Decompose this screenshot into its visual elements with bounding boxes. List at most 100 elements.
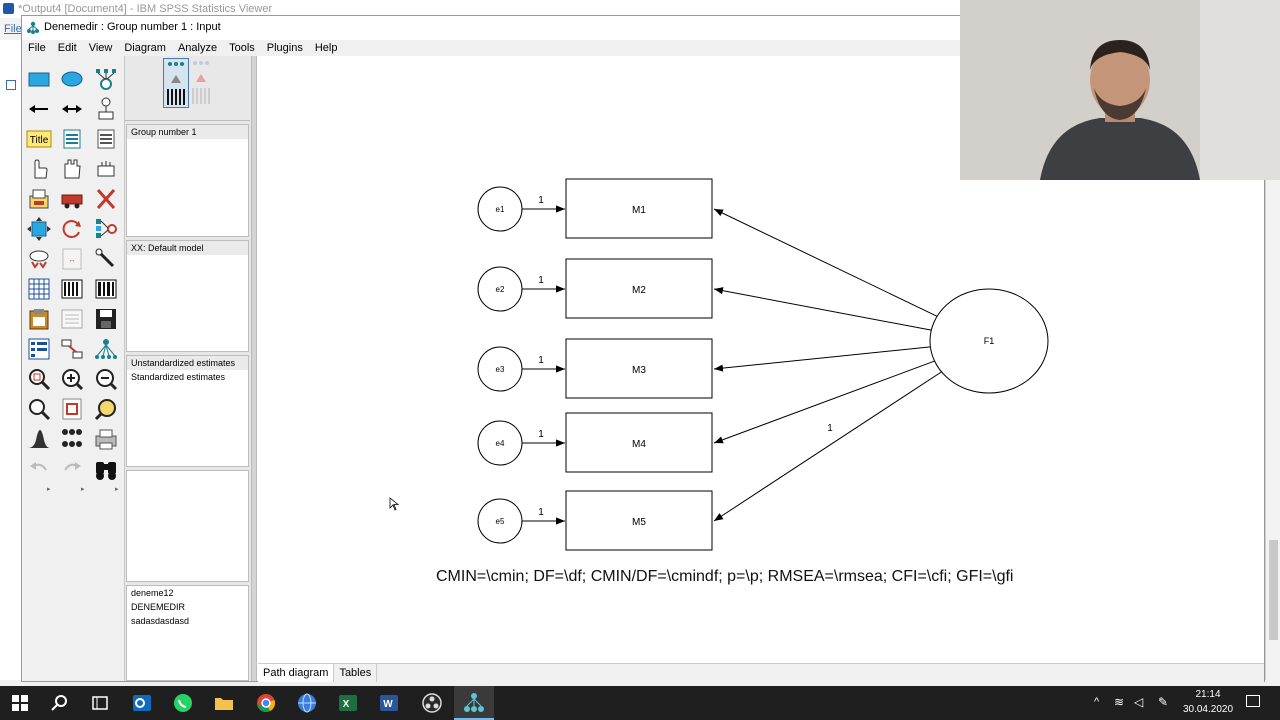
menu-analyze[interactable]: Analyze [177, 42, 218, 54]
multiple-group-icon[interactable] [59, 426, 85, 452]
observed-variable-m1[interactable]: M1 [565, 178, 713, 239]
menu-diagram[interactable]: Diagram [124, 42, 166, 54]
observed-variable-m2[interactable]: M2 [565, 258, 713, 319]
specification-search-icon[interactable] [93, 456, 119, 482]
draw-latent-indicator-icon[interactable] [93, 66, 119, 92]
zoom-in-icon[interactable] [59, 366, 85, 392]
observed-variable-m5[interactable]: M5 [565, 490, 713, 551]
clock-time[interactable]: 21:14 [1195, 689, 1221, 700]
drag-properties-icon[interactable] [59, 336, 85, 362]
factor-loading-path[interactable] [713, 360, 935, 444]
whatsapp-icon[interactable] [171, 691, 195, 715]
panel-splitter[interactable] [251, 56, 257, 681]
list-variables-in-dataset-icon[interactable] [93, 126, 119, 152]
standardized-estimates-item[interactable]: Standardized estimates [131, 372, 226, 382]
add-unique-variable-icon[interactable] [93, 96, 119, 122]
touch-up-icon[interactable] [93, 246, 119, 272]
scroll-icon[interactable]: ↔ [59, 246, 85, 272]
menu-help[interactable]: Help [314, 42, 338, 54]
clock-date[interactable]: 30.04.2020 [1182, 704, 1234, 715]
background-scroll-thumb[interactable] [1269, 540, 1278, 640]
analysis-properties-icon[interactable] [59, 276, 85, 302]
tab-tables[interactable]: Tables [334, 664, 378, 682]
factor-loading-path[interactable] [713, 287, 932, 331]
background-scrollbar[interactable] [1265, 180, 1280, 680]
fit-to-page-icon[interactable] [59, 396, 85, 422]
obs-icon[interactable] [420, 691, 444, 715]
save-icon[interactable] [93, 306, 119, 332]
duplicate-icon[interactable] [26, 186, 52, 212]
menu-edit[interactable]: Edit [57, 42, 77, 54]
word-icon[interactable]: W [377, 691, 401, 715]
show-hidden-icons-icon[interactable]: ^ [1094, 696, 1100, 708]
erase-icon[interactable] [93, 186, 119, 212]
fit-statistics-caption[interactable]: CMIN=\cmin; DF=\df; CMIN/DF=\cmindf; p=\… [436, 568, 1014, 585]
menu-tools[interactable]: Tools [229, 42, 255, 54]
calculate-estimates-icon[interactable] [93, 276, 119, 302]
chrome-icon[interactable] [254, 691, 278, 715]
rotate-indicators-icon[interactable] [59, 216, 85, 242]
print-icon[interactable] [93, 426, 119, 452]
object-properties-icon[interactable] [26, 336, 52, 362]
menu-plugins[interactable]: Plugins [266, 42, 303, 54]
move-icon[interactable] [59, 186, 85, 212]
notifications-icon[interactable] [1246, 695, 1260, 707]
factor-loading-path[interactable] [713, 208, 938, 317]
preserve-symmetries-icon[interactable] [93, 336, 119, 362]
draw-covariance-icon[interactable] [59, 96, 85, 122]
file-item[interactable]: DENEMEDIR [131, 602, 186, 612]
file-explorer-icon[interactable] [212, 691, 236, 715]
file-item[interactable]: deneme12 [131, 588, 174, 598]
outline-node-icon[interactable] [6, 80, 16, 90]
background-file-menu[interactable]: File [4, 23, 22, 35]
menu-file[interactable]: File [28, 42, 46, 54]
move-parameter-icon[interactable] [26, 246, 52, 272]
select-one-object-icon[interactable] [26, 156, 52, 182]
factor-loading-path[interactable] [713, 371, 942, 522]
excel-icon[interactable]: X [336, 691, 360, 715]
pen-icon[interactable]: ✎ [1158, 695, 1169, 709]
toolbox-more-middle-icon[interactable]: ▸ [81, 486, 85, 493]
task-view-icon[interactable] [88, 691, 112, 715]
toolbox-more-left-icon[interactable]: ▸ [47, 486, 51, 493]
zoom-out-icon[interactable] [93, 366, 119, 392]
group-item[interactable]: Group number 1 [127, 125, 248, 139]
toolbox-more-right-icon[interactable]: ▸ [115, 486, 119, 493]
draw-path-icon[interactable] [26, 96, 52, 122]
latent-variable-f1[interactable]: F1 [929, 288, 1049, 394]
unstandardized-estimates-item[interactable]: Unstandardized estimates [127, 356, 248, 370]
draw-observed-icon[interactable] [26, 66, 52, 92]
search-icon[interactable] [48, 691, 72, 715]
error-term-e5[interactable]: e5 [477, 498, 523, 544]
zoom-in-area-icon[interactable] [26, 366, 52, 392]
reflect-indicators-icon[interactable] [93, 216, 119, 242]
magnifier-icon[interactable] [93, 396, 119, 422]
factor-loading-path[interactable] [713, 346, 931, 372]
error-term-e3[interactable]: e3 [477, 346, 523, 392]
volume-icon[interactable]: ◁ [1134, 695, 1144, 709]
undo-icon[interactable] [26, 456, 52, 482]
page-view-icon[interactable] [26, 396, 52, 422]
list-variables-in-model-icon[interactable] [59, 126, 85, 152]
observed-variable-m4[interactable]: M4 [565, 412, 713, 473]
select-data-files-icon[interactable] [26, 276, 52, 302]
menu-view[interactable]: View [88, 42, 113, 54]
change-shape-icon[interactable] [26, 216, 52, 242]
draw-unobserved-icon[interactable] [59, 66, 85, 92]
tab-path-diagram[interactable]: Path diagram [258, 664, 335, 682]
copy-to-clipboard-icon[interactable] [26, 306, 52, 332]
select-all-icon[interactable] [59, 156, 85, 182]
observed-variable-m3[interactable]: M3 [565, 338, 713, 399]
start-icon[interactable] [8, 691, 32, 715]
deselect-all-icon[interactable] [93, 156, 119, 182]
network-app-icon[interactable] [295, 691, 319, 715]
bayesian-icon[interactable] [26, 426, 52, 452]
error-term-e4[interactable]: e4 [477, 420, 523, 466]
view-output-button[interactable] [189, 58, 213, 106]
wifi-icon[interactable]: ≋ [1114, 695, 1125, 709]
figure-caption-icon[interactable]: Title [26, 126, 52, 152]
text-output-icon[interactable] [59, 306, 85, 332]
amos-taskbar-button[interactable] [454, 686, 494, 720]
error-term-e1[interactable]: e1 [477, 186, 523, 232]
redo-icon[interactable] [59, 456, 85, 482]
